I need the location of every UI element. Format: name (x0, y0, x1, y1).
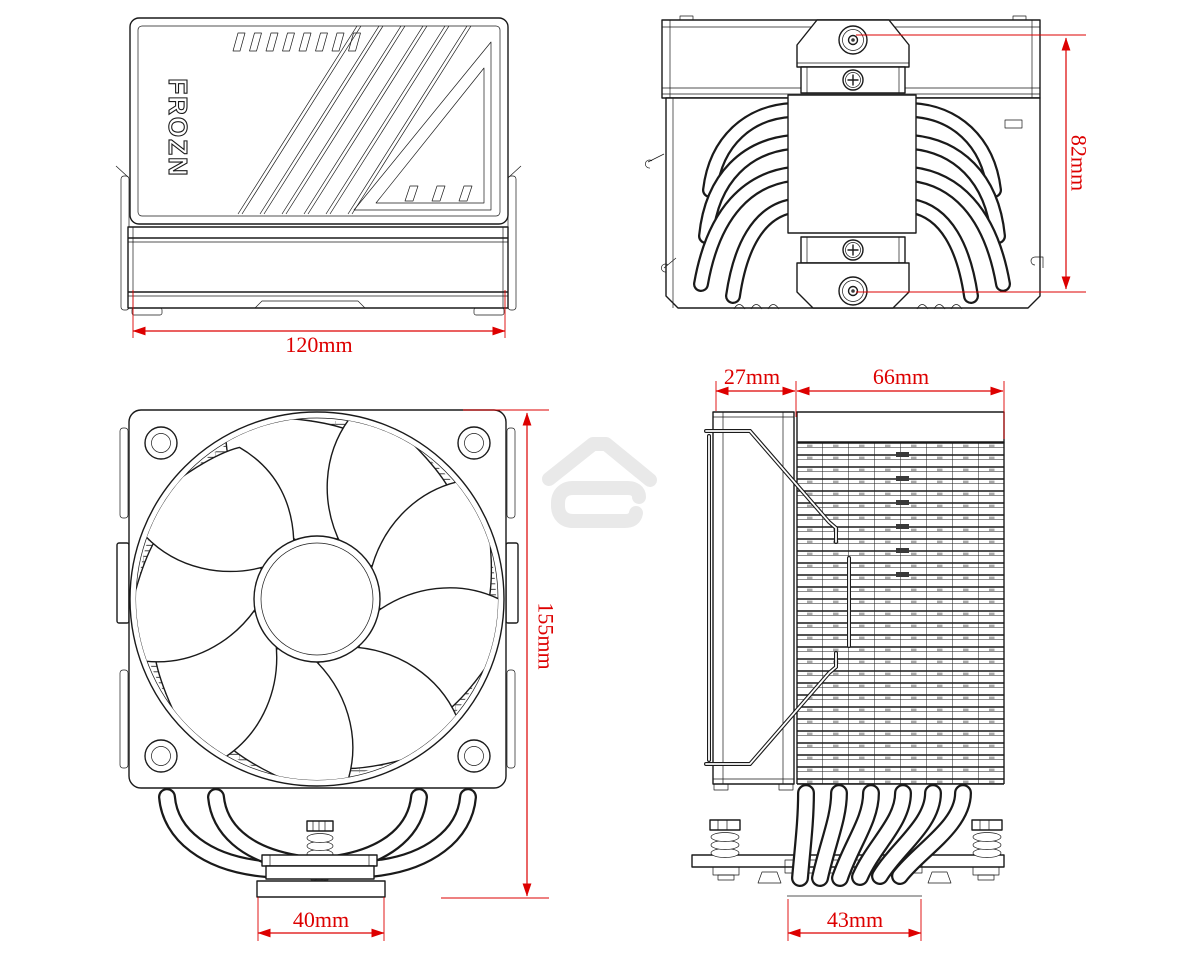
dim-label-43mm: 43mm (827, 907, 883, 932)
dim-label-82mm: 82mm (1067, 135, 1092, 191)
dimension-82mm: 82mm (856, 34, 1092, 293)
dim-label-120mm: 120mm (285, 332, 352, 357)
fan-hub (253, 535, 381, 663)
fan-clip-left (115, 165, 130, 311)
dim-label-66mm: 66mm (873, 364, 929, 389)
fan-clip-right (507, 165, 522, 311)
fan-side (712, 411, 795, 791)
spring-screw-top (838, 25, 868, 55)
vent-slots-top (232, 32, 361, 52)
spring-screw-bottom (838, 276, 868, 306)
cross-screw-lower (842, 239, 864, 261)
house-logo-watermark-icon (542, 437, 657, 528)
mounting-bracket (796, 19, 910, 309)
cross-screw-upper (842, 69, 864, 91)
view-side: 27mm 66mm 43mm (691, 364, 1005, 941)
fan-top-face: FROZN (129, 17, 509, 225)
fan-frame-front (128, 409, 507, 789)
view-front-fan: 155mm 40mm (116, 409, 559, 941)
dimension-120mm: 120mm (132, 290, 506, 357)
cooler-base-front (256, 854, 386, 898)
dimension-27mm: 27mm (715, 364, 797, 417)
heatsink-center-block (787, 94, 917, 234)
corner-screws (144, 426, 491, 773)
corner-wedge-design (353, 41, 492, 211)
dimension-40mm: 40mm (257, 897, 385, 941)
dim-label-155mm: 155mm (534, 602, 559, 669)
fin-stack-side (796, 411, 1005, 785)
spring-screw-right (971, 819, 1003, 858)
heatpipes-top-view (693, 102, 1011, 304)
diagonal-stripes (237, 26, 472, 215)
fan-clip-side (704, 429, 851, 766)
dim-label-40mm: 40mm (293, 907, 349, 932)
brand-label: FROZN (163, 78, 193, 178)
dimension-155mm: 155mm (441, 409, 559, 899)
fin-tab-column (896, 452, 909, 577)
heatpipes-front (158, 788, 477, 878)
dim-label-27mm: 27mm (724, 364, 780, 389)
view-heatpipe-top: 82mm (645, 15, 1092, 310)
dimension-66mm: 66mm (796, 364, 1005, 439)
heatsink-band (127, 226, 509, 316)
heatpipes-side (791, 784, 972, 887)
spring-screw-left (709, 819, 741, 858)
view-fan-top: FROZN 120mm (115, 17, 522, 357)
dimension-43mm: 43mm (787, 899, 922, 941)
